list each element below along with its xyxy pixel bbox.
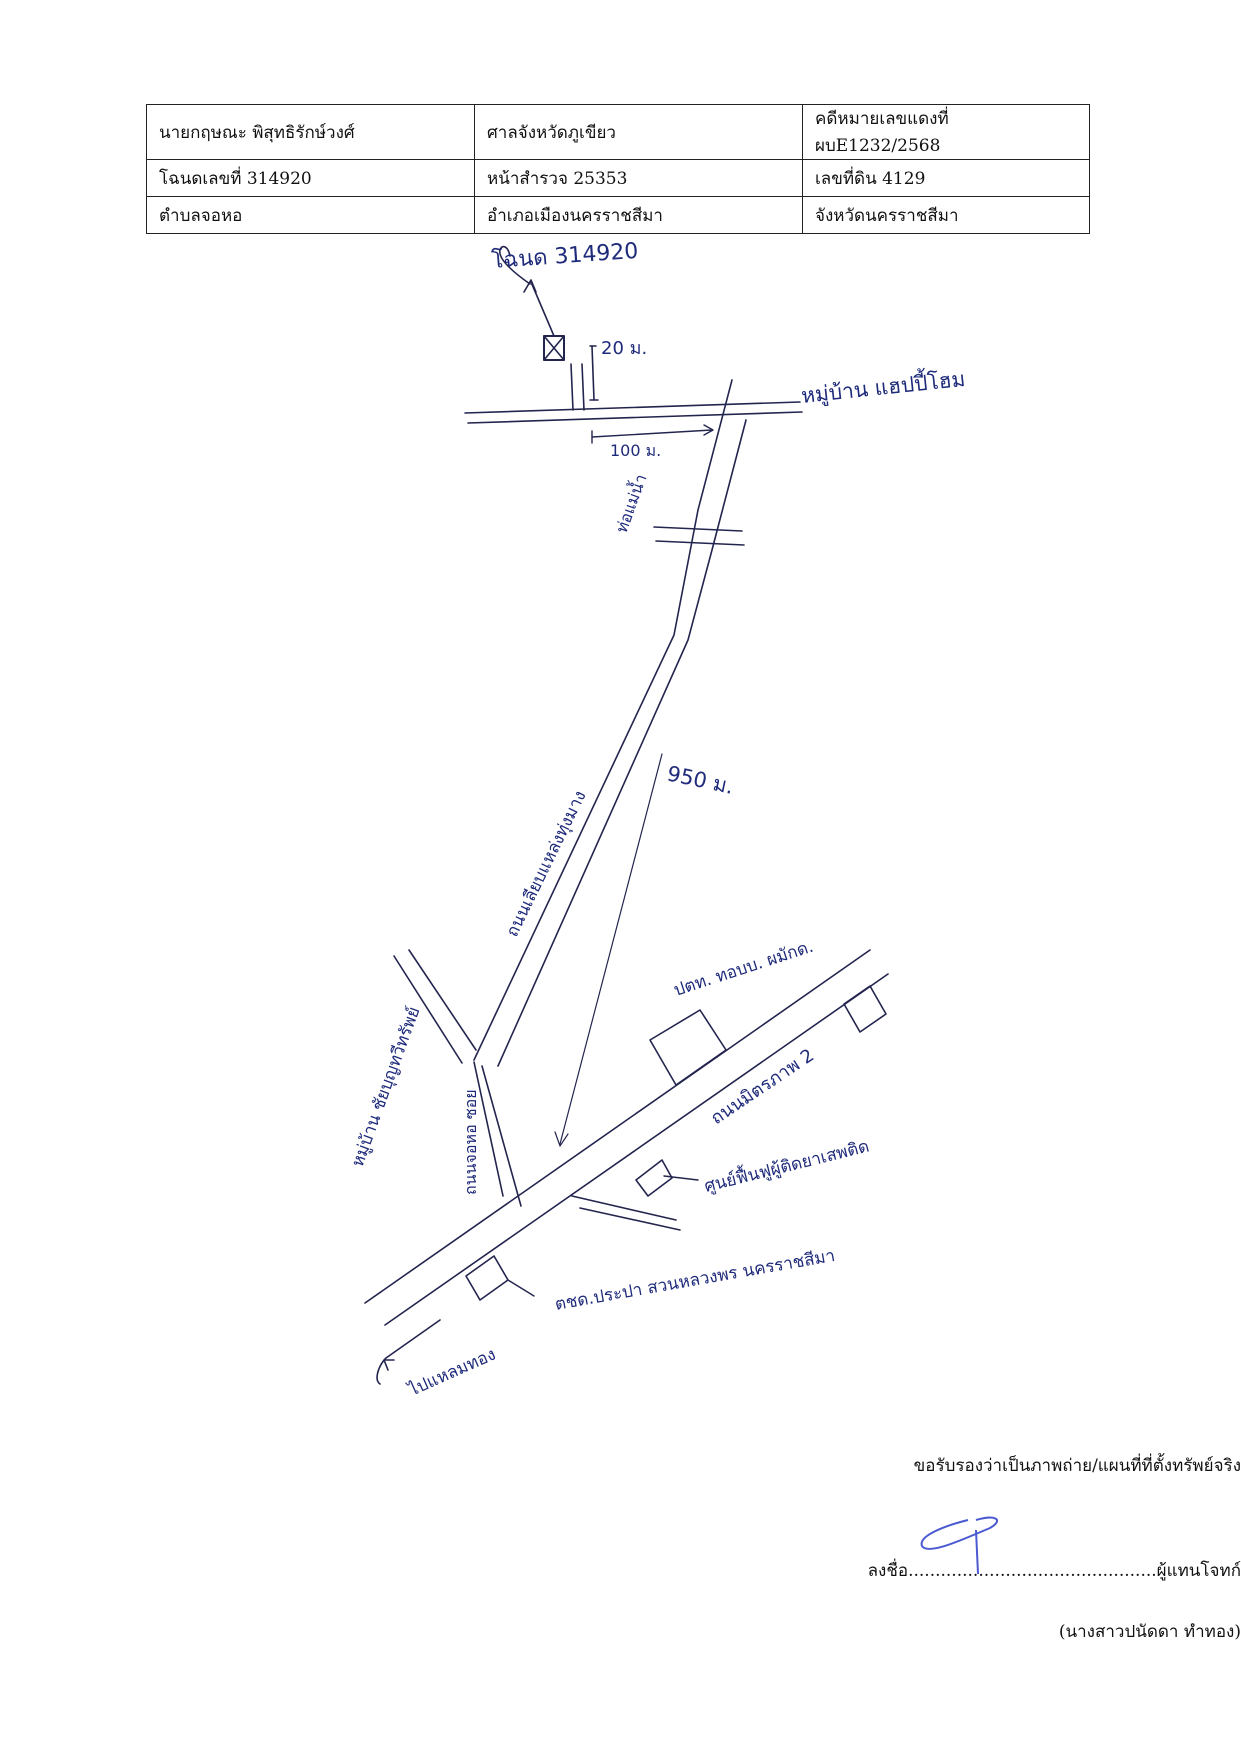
- sign-suffix: ผู้แทนโจทก์: [1156, 1561, 1241, 1581]
- top-road: [464, 401, 803, 424]
- table-row: นายกฤษณะ พิสุทธิรักษ์วงศ์ ศาลจังหวัดภูเข…: [146, 104, 1090, 160]
- soi-road-label: ถนนจอหอ ซอย: [461, 1089, 480, 1195]
- highway-label: ถนนมิตรภาพ 2: [707, 1045, 818, 1129]
- certification-statement: ขอรับรองว่าเป็นภาพถ่าย/แผนที่ที่ตั้งทรัพ…: [913, 1456, 1241, 1476]
- table-row: ตำบลจอหอ อำเภอเมืองนครราชสีมา จังหวัดนคร…: [146, 196, 1090, 234]
- sign-dots: ........................................…: [908, 1561, 1157, 1581]
- office-building: [649, 1009, 727, 1086]
- deed-number-cell: โฉนดเลขที่ 314920: [146, 159, 475, 197]
- highway: [364, 949, 889, 1326]
- police-label: ตชด.ประปา สวนหลวงพร นครราชสีมา: [553, 1246, 836, 1315]
- access-lane: [570, 345, 599, 411]
- signature-line: ลงชื่อ..................................…: [41, 1557, 1241, 1584]
- court-cell: ศาลจังหวัดภูเขียว: [474, 104, 803, 160]
- deed-label: โฉนด 314920: [491, 238, 640, 274]
- property-marker: [499, 245, 565, 361]
- bridge-label: ท่อแม่น้ำ: [610, 471, 651, 535]
- distance-100m-label: 100 ม.: [610, 441, 661, 460]
- measure-100m: [591, 424, 714, 444]
- diagonal-road-label: ถนนเลียบแหล่งทุ่งมาง: [503, 788, 591, 941]
- signature-mark: [920, 1516, 998, 1575]
- diagonal-road: [473, 379, 747, 1067]
- to-korat-label: ไปแหลมทอง: [404, 1344, 499, 1402]
- district-cell: อำเภอเมืองนครราชสีมา: [474, 196, 803, 234]
- subdistrict-cell: ตำบลจอหอ: [146, 196, 475, 234]
- table-row: โฉนดเลขที่ 314920 หน้าสำรวจ 25353 เลขที่…: [146, 159, 1090, 197]
- center-label: ศูนย์ฟื้นฟูผู้ติดยาเสพติด: [702, 1134, 872, 1197]
- left-branch-road: [393, 949, 477, 1064]
- distance-20m-label: 20 ม.: [601, 338, 647, 359]
- property-info-table: นายกฤษณะ พิสุทธิรักษ์วงศ์ ศาลจังหวัดภูเข…: [146, 104, 1090, 234]
- distance-950m-label: 950 ม.: [665, 761, 736, 798]
- soi-road: [473, 1061, 522, 1207]
- owner-name-cell: นายกฤษณะ พิสุทธิรักษ์วงศ์: [146, 104, 475, 160]
- office-label: ปตท. ทอบบ. ผมักด.: [671, 937, 816, 1001]
- right-building: [843, 985, 887, 1033]
- sign-prefix: ลงชื่อ: [867, 1561, 909, 1581]
- bridge: [653, 526, 745, 546]
- village-left-label: หมู่บ้าน ชัยบุญทวีทรัพย์: [348, 1004, 425, 1169]
- province-cell: จังหวัดนครราชสีมา: [802, 196, 1090, 234]
- measure-950m: [554, 753, 663, 1147]
- center-building: [571, 1159, 699, 1231]
- village-top-label: หมู่บ้าน แฮปปี้โฮม: [800, 364, 967, 409]
- direction-arrow: [376, 1319, 441, 1385]
- police-building: [465, 1255, 535, 1301]
- survey-page-cell: หน้าสำรวจ 25353: [474, 159, 803, 197]
- signer-name: (นางสาวปนัดดา ทำทอง): [1058, 1622, 1241, 1642]
- case-number-cell: คดีหมายเลขแดงที่ ผบE1232/2568: [802, 104, 1090, 160]
